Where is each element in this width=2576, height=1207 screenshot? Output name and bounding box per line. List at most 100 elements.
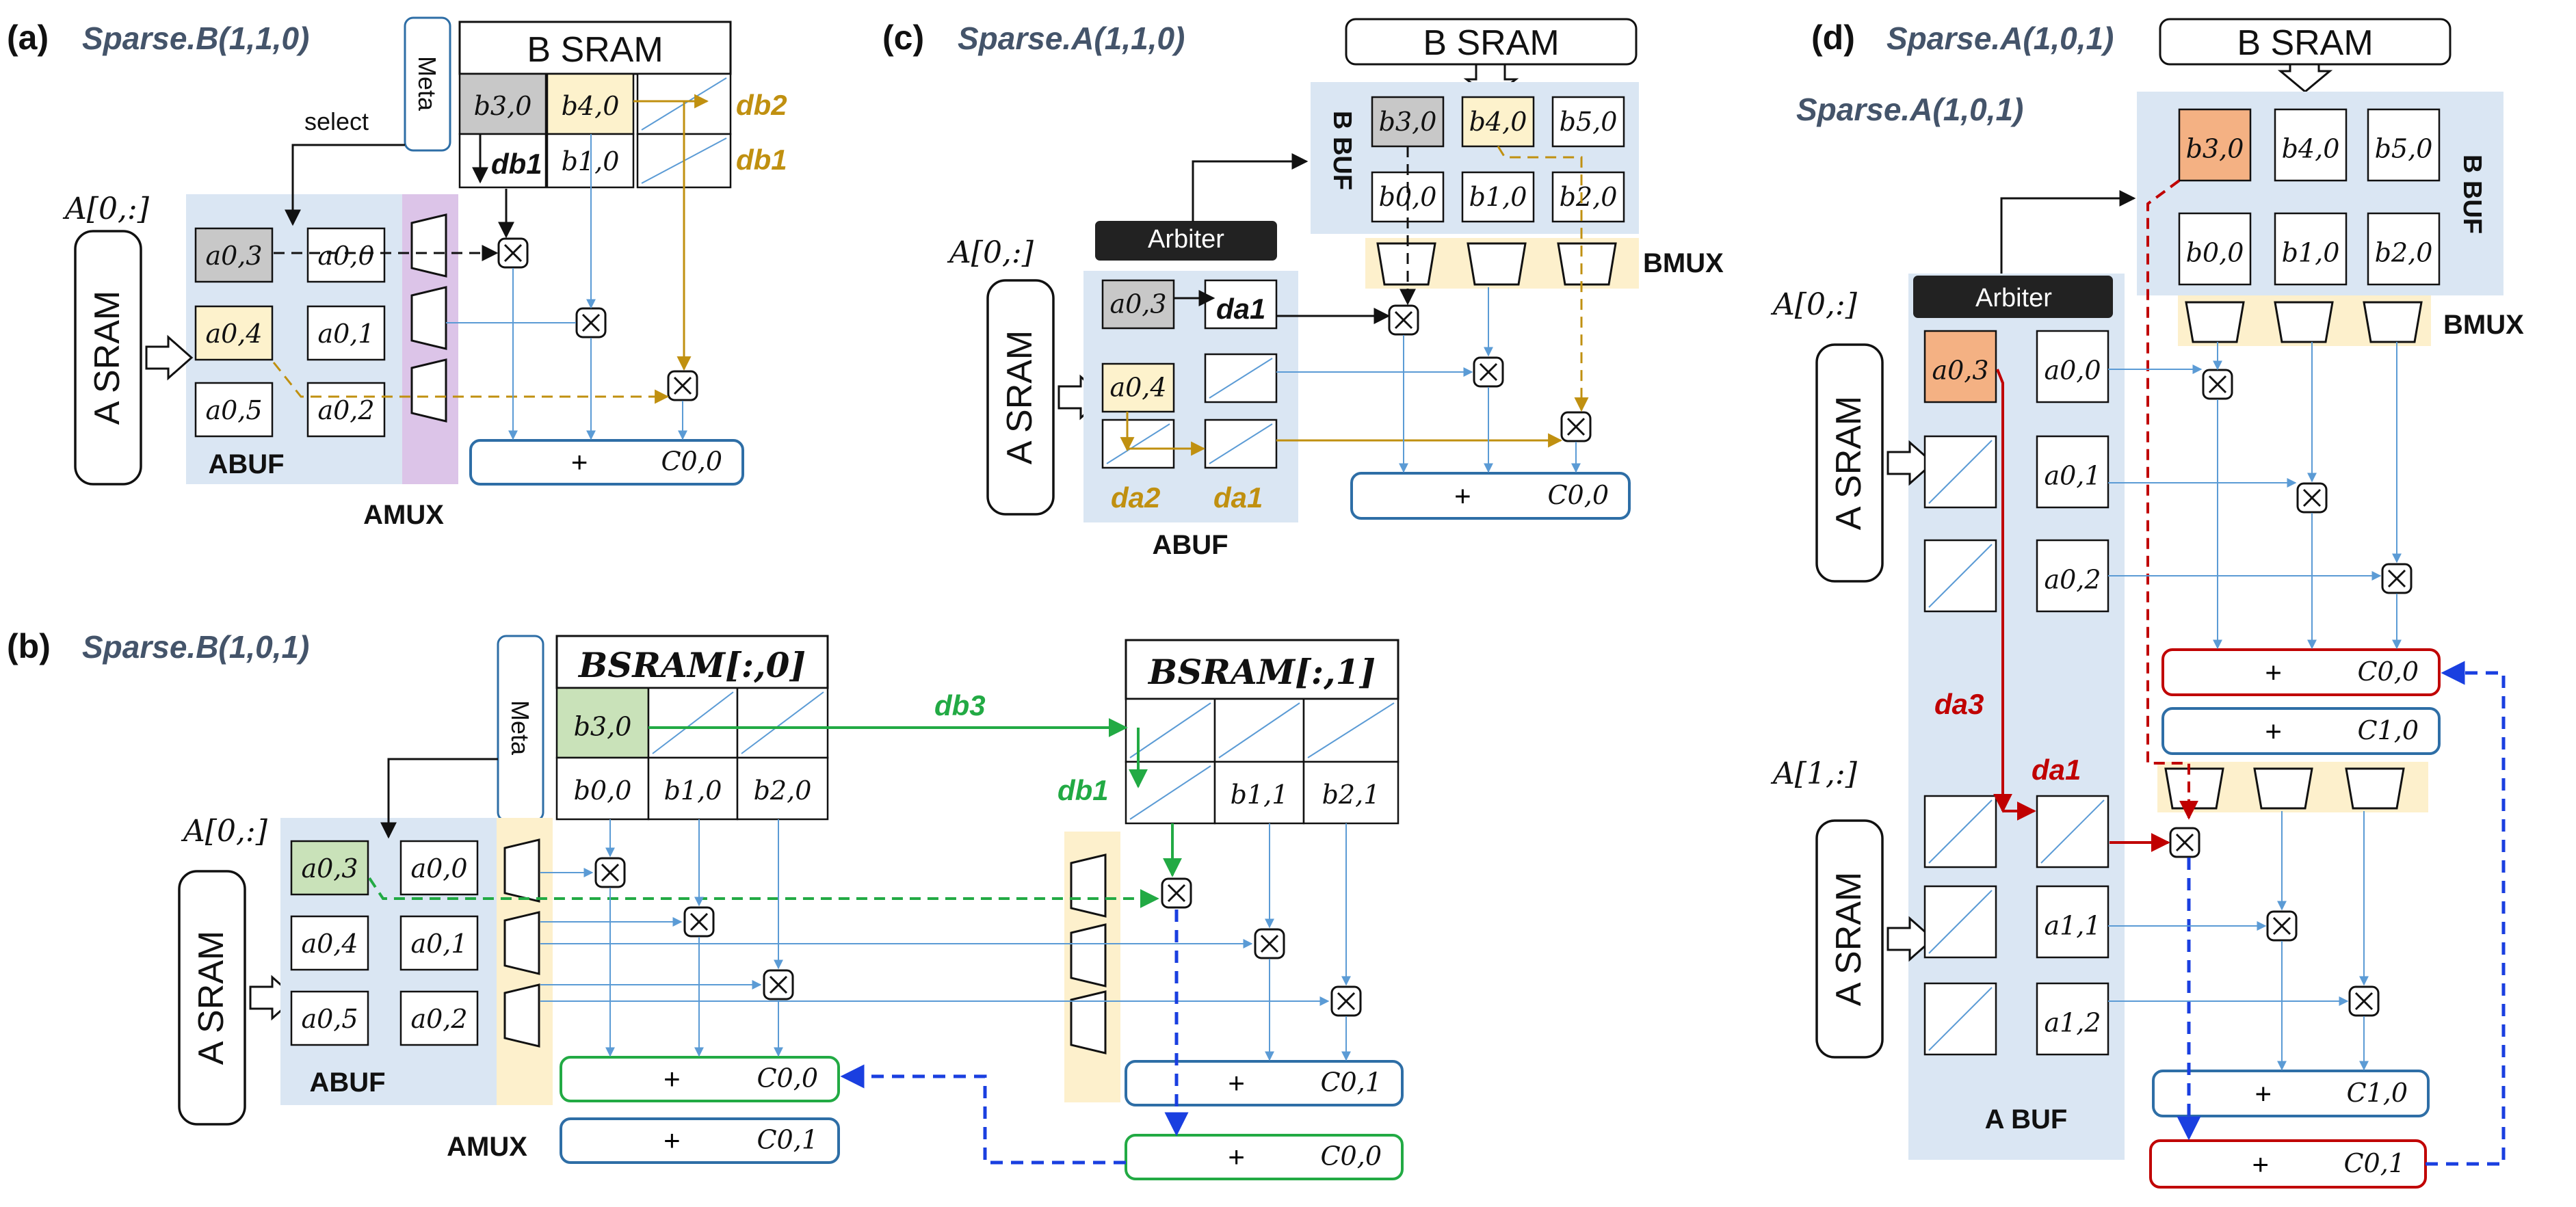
accumulator-box	[1125, 1134, 1404, 1180]
a-sram-label: A SRAM	[1829, 872, 1869, 1007]
empty-cell-slash	[1129, 765, 1211, 820]
buffer-cell	[2036, 539, 2110, 613]
multiplier-cross	[601, 863, 620, 882]
a-sram-arrow-icon	[1887, 916, 1935, 962]
multiplier-cross	[2175, 833, 2194, 852]
accumulator-box	[2161, 648, 2441, 696]
select-line	[380, 758, 498, 839]
cell-label: b5,0	[1560, 107, 1618, 137]
plus-icon: +	[1454, 480, 1471, 512]
cell-label: b1,0	[664, 775, 722, 806]
buffer-cell	[2036, 982, 2110, 1056]
mux-icon	[2185, 301, 2245, 343]
cell-label: b3,0	[1379, 107, 1437, 137]
a-row-label: A[1,:]	[1770, 756, 1858, 791]
arbiter-label: Arbiter	[1975, 284, 2052, 313]
meta-label: Meta	[506, 700, 534, 756]
buffer-cell	[290, 915, 369, 971]
mux-icon	[503, 983, 540, 1048]
mux-icon	[2253, 767, 2313, 810]
cell-label: b1,1	[1231, 780, 1289, 810]
cell-label: a0,3	[1932, 356, 1988, 386]
cell-label: a0,1	[2044, 461, 2101, 491]
buffer-cell	[2367, 108, 2441, 182]
plus-icon: +	[1228, 1141, 1245, 1173]
empty-cell-slash	[1928, 799, 1993, 864]
buffer-cell	[1302, 760, 1399, 825]
cell-label: a0,2	[2044, 565, 2101, 595]
multiplier-cross	[581, 313, 601, 332]
cell-label: a0,1	[410, 929, 467, 959]
multiplier-cross	[673, 376, 692, 395]
cell-label: a0,2	[410, 1004, 467, 1034]
mux-icon	[2345, 767, 2405, 810]
select-label: select	[304, 107, 369, 135]
gold-dashed-path	[1497, 146, 1589, 412]
mux-icon	[1070, 853, 1107, 918]
bbuf-label: B BUF	[2458, 155, 2486, 234]
accumulator-label: C0,1	[1320, 1067, 1382, 1098]
buffer-cell	[194, 382, 274, 438]
a-sram-arrow-icon	[145, 334, 194, 381]
buffer-cell	[1461, 171, 1535, 223]
cell-label: b1,0	[1469, 182, 1527, 212]
buffer-cell	[306, 305, 386, 361]
cell-label: b3,0	[474, 91, 532, 121]
empty-cell-slash	[1928, 440, 1993, 504]
buffer-cell	[194, 305, 274, 361]
multiplier-cross	[2272, 916, 2291, 936]
a-sram-label: A SRAM	[1829, 396, 1869, 531]
mux-icon	[410, 358, 447, 423]
panel-tag: (c)	[882, 18, 924, 57]
b-sram-label: B SRAM	[527, 30, 663, 70]
cell-label: b5,0	[2375, 134, 2433, 164]
cell-label: b4,0	[1469, 107, 1527, 137]
plus-icon: +	[2255, 1078, 2272, 1110]
b-sram-label: B SRAM	[2237, 23, 2373, 63]
buffer-cell	[2036, 435, 2110, 509]
a-sram-label: A SRAM	[192, 931, 231, 1065]
mux-icon	[2164, 767, 2224, 810]
accumulator-label: C0,0	[1320, 1141, 1382, 1171]
mux-icon	[2274, 301, 2334, 343]
cell-label: b1,0	[2282, 238, 2340, 268]
buffer-cell	[1551, 171, 1625, 223]
a-sram-block	[1815, 343, 1884, 583]
panel-tag: (b)	[7, 627, 51, 665]
bsram0-header	[555, 635, 829, 689]
a-row-label: A[0,:]	[1770, 287, 1858, 322]
cell-label: a0,0	[2044, 356, 2101, 386]
arbiter-block	[1095, 221, 1277, 261]
buffer-cell	[1101, 362, 1175, 413]
cell-label: b0,0	[2186, 238, 2244, 268]
multiplier-cross	[2387, 569, 2406, 588]
panel-title: Sparse.A(1,0,1)	[1887, 21, 2114, 56]
buffer-cell	[2036, 885, 2110, 959]
cell-label: b4,0	[562, 91, 620, 121]
buffer-cell	[1204, 279, 1278, 330]
panel-tag: (a)	[7, 18, 49, 57]
cell-label: a1,2	[2044, 1008, 2101, 1038]
buffer-cell	[555, 756, 650, 821]
abuf-label: ABUF	[1152, 530, 1228, 560]
accumulator-label: C0,1	[2343, 1148, 2405, 1178]
mux-icon	[2363, 301, 2423, 343]
empty-cell-slash	[1218, 702, 1300, 758]
a-row-label: A[0,:]	[181, 814, 268, 849]
multiplier-cross	[1167, 884, 1186, 903]
empty-cell-slash	[1209, 358, 1273, 399]
cell-label: a0,2	[317, 395, 374, 425]
buffer-cell	[194, 227, 274, 283]
empty-cell-slash	[1928, 890, 1993, 954]
buffer-cell	[399, 990, 479, 1046]
cell-label: a0,0	[410, 853, 467, 884]
panel-title-secondary: Sparse.A(1,0,1)	[1796, 92, 2023, 127]
empty-cell-slash	[652, 691, 734, 754]
buffer-cell	[1101, 279, 1175, 330]
cell-label: a0,0	[317, 241, 374, 271]
buffer-cell	[2178, 212, 2252, 286]
multiplier-cross	[1566, 417, 1586, 436]
cell-label: a0,3	[301, 853, 358, 884]
